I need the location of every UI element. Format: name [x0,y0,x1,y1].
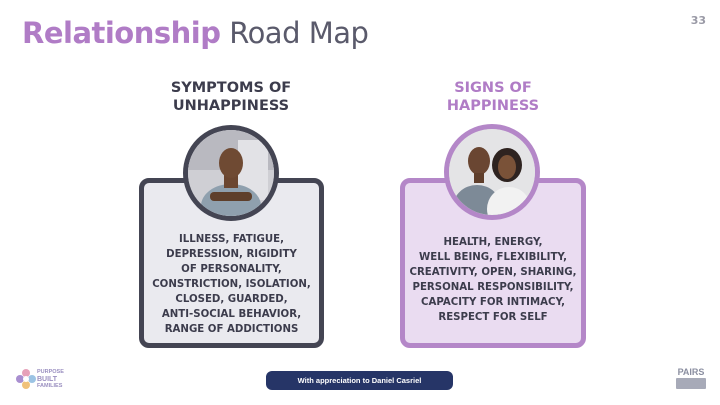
title-bold-part: Relationship [22,16,221,50]
pairs-logo-text: PAIRS [677,367,705,377]
purpose-built-families-logo: PURPOSE BUILT FAMILIES [15,367,67,391]
unhappiness-line: DEPRESSION, RIGIDITY [166,249,297,260]
unhappiness-line: CLOSED, GUARDED, [175,294,288,305]
pairs-logo-bar [676,378,706,389]
unhappiness-list: ILLNESS, FATIGUE, DEPRESSION, RIGIDITY O… [144,232,319,337]
title-light-part: Road Map [229,16,369,50]
sad-man-photo [183,125,279,221]
happiness-line: WELL BEING, FLEXIBILITY, [419,252,567,263]
happiness-line: CREATIVITY, OPEN, SHARING, [409,267,577,278]
happiness-line: PERSONAL RESPONSIBILITY, [412,282,574,293]
unhappiness-line: RANGE OF ADDICTIONS [164,324,299,335]
happiness-list: HEALTH, ENERGY, WELL BEING, FLEXIBILITY,… [405,235,581,325]
unhappiness-line: ANTI-SOCIAL BEHAVIOR, [161,309,302,320]
unhappiness-line: OF PERSONALITY, [181,264,282,275]
slide-title: Relationship Road Map [22,16,369,50]
happiness-heading: SIGNS OF HAPPINESS [393,79,593,115]
unhappiness-heading-line2: UNHAPPINESS [172,98,290,114]
happy-couple-illustration [449,129,535,215]
logo-left-line1: PURPOSE [37,369,64,375]
happiness-heading-line1: SIGNS OF [454,80,532,96]
credit-banner: With appreciation to Daniel Casriel [266,371,453,390]
unhappiness-heading-line1: SYMPTOMS OF [170,80,292,96]
logo-left-text: PURPOSE BUILT FAMILIES [37,369,64,389]
unhappiness-line: ILLNESS, FATIGUE, [179,234,284,245]
unhappiness-heading: SYMPTOMS OF UNHAPPINESS [131,79,331,115]
happiness-line: HEALTH, ENERGY, [443,237,543,248]
flower-icon [16,369,36,389]
happiness-line: RESPECT FOR SELF [438,312,548,323]
happy-couple-photo [444,124,540,220]
logo-left-line3: FAMILIES [37,382,63,389]
logo-left-line2: BUILT [37,375,58,383]
sad-man-illustration [188,130,274,216]
happiness-heading-line2: HAPPINESS [446,98,540,114]
pairs-logo: PAIRS [676,367,706,391]
happiness-line: CAPACITY FOR INTIMACY, [420,297,566,308]
unhappiness-line: CONSTRICTION, ISOLATION, [152,279,311,290]
page-number: 33 [690,14,706,27]
